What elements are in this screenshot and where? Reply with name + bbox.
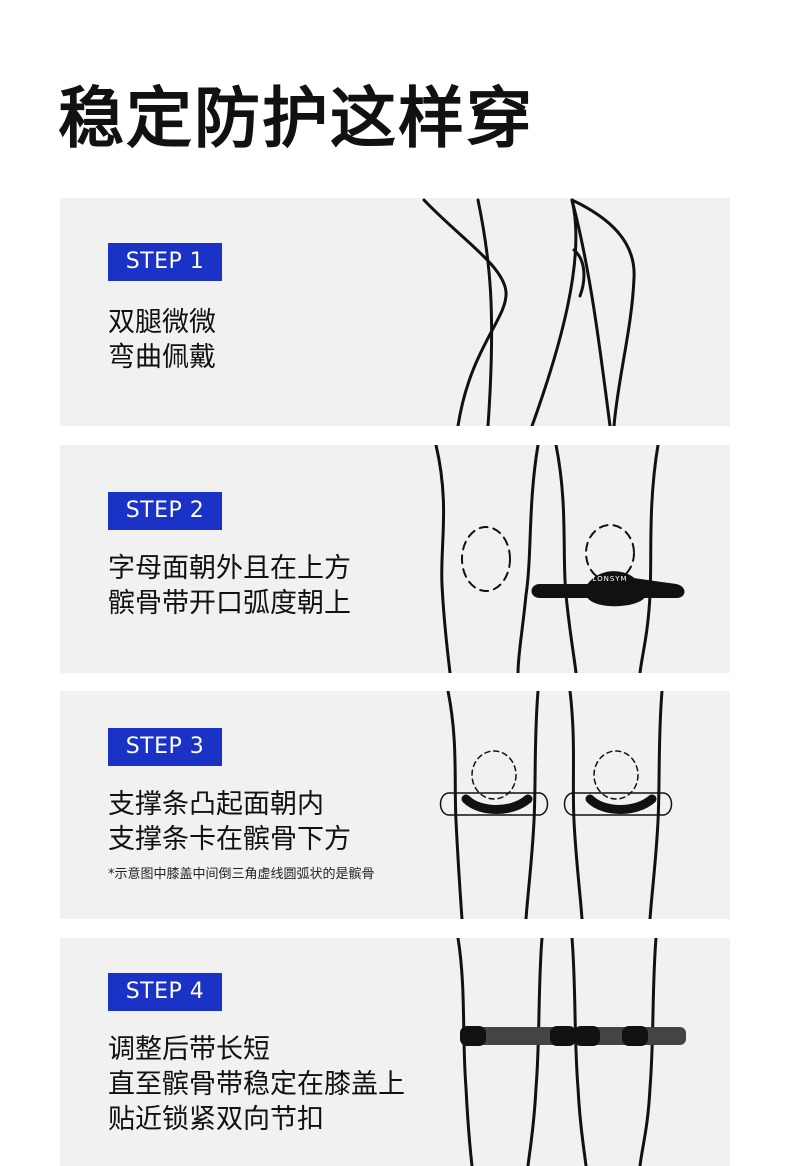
- step-1-line-2: 弯曲佩戴: [108, 342, 216, 373]
- step-3-panel: STEP 3 支撑条凸起面朝内 支撑条卡在髌骨下方 *示意图中膝盖中间倒三角虚线…: [60, 691, 730, 919]
- step-3-line-2: 支撑条卡在髌骨下方: [108, 824, 351, 855]
- step-4-line-1: 调整后带长短: [108, 1034, 270, 1065]
- step-3-line-1: 支撑条凸起面朝内: [108, 789, 324, 820]
- step-2-badge: STEP 2: [108, 492, 222, 530]
- step-2-panel: STEP 2 字母面朝外且在上方 髌骨带开口弧度朝上 LONSYM: [60, 445, 730, 673]
- step-4-line-2: 直至髌骨带稳定在膝盖上: [108, 1069, 405, 1100]
- page-title: 稳定防护这样穿: [58, 80, 534, 157]
- step-2-line-1: 字母面朝外且在上方: [108, 553, 351, 584]
- step-1-line-1: 双腿微微: [108, 307, 216, 338]
- step-1-instructions: 双腿微微 弯曲佩戴: [108, 305, 216, 375]
- step-4-panel: STEP 4 调整后带长短 直至髌骨带稳定在膝盖上 贴近锁紧双向节扣: [60, 938, 730, 1166]
- step-4-instructions: 调整后带长短 直至髌骨带稳定在膝盖上 贴近锁紧双向节扣: [108, 1032, 405, 1137]
- step-3-badge: STEP 3: [108, 728, 222, 766]
- step-4-badge: STEP 4: [108, 973, 222, 1011]
- knees-fastened-strap-illustration: [400, 938, 730, 1166]
- strap-logo: LONSYM: [592, 575, 627, 583]
- step-3-footnote: *示意图中膝盖中间倒三角虚线圆弧状的是髌骨: [108, 867, 375, 882]
- knees-strap-illustration: LONSYM: [400, 445, 730, 673]
- step-4-line-3: 贴近锁紧双向节扣: [108, 1104, 324, 1135]
- bent-legs-illustration: [400, 198, 730, 426]
- step-3-instructions: 支撑条凸起面朝内 支撑条卡在髌骨下方: [108, 787, 351, 857]
- step-1-badge: STEP 1: [108, 243, 222, 281]
- step-1-panel: STEP 1 双腿微微 弯曲佩戴: [60, 198, 730, 426]
- knees-support-bar-illustration: [400, 691, 730, 919]
- step-2-line-2: 髌骨带开口弧度朝上: [108, 588, 351, 619]
- step-2-instructions: 字母面朝外且在上方 髌骨带开口弧度朝上: [108, 551, 351, 621]
